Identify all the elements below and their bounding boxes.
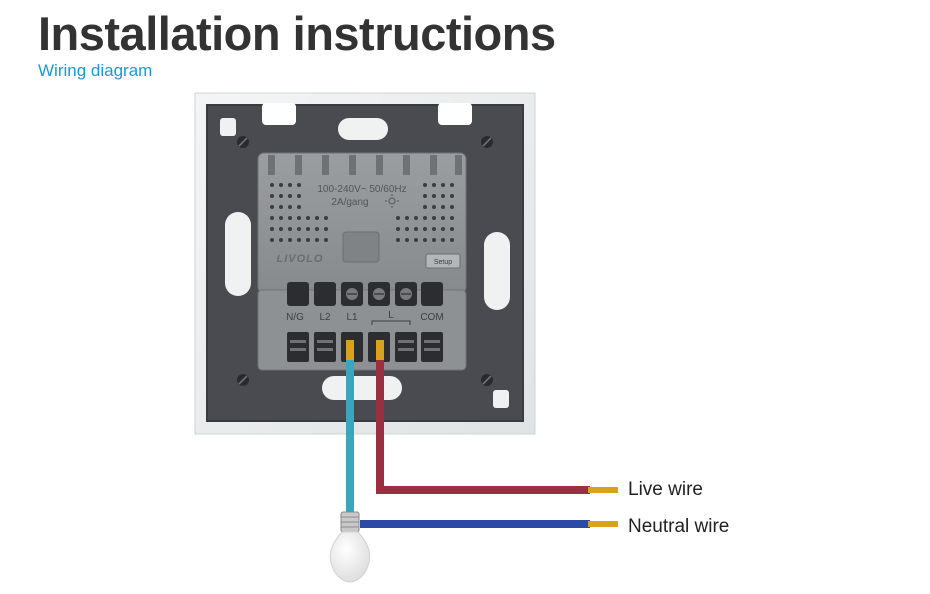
setup-button[interactable]: Setup [425, 253, 461, 269]
brand-logo: LIVOLO [277, 253, 324, 265]
terminal-label-com: COM [420, 312, 443, 323]
screw-icon [481, 374, 493, 386]
mounting-slot-right [484, 232, 510, 310]
rating-line-2: 2A/gang [331, 197, 368, 208]
center-indicator [342, 231, 380, 263]
terminal-block [287, 282, 443, 306]
rating-line-1: 100-240V~ 50/60Hz [317, 184, 406, 195]
mounting-slot-bottom [322, 376, 402, 400]
screw-icon [237, 136, 249, 148]
live-wire-label: Live wire [628, 479, 703, 500]
frame-notch [438, 103, 472, 125]
screw-icon [481, 136, 493, 148]
neutral-wire-label: Neutral wire [628, 516, 730, 537]
switch-module: 100-240V~ 50/60Hz 2A/gang LIVOLO Setup [257, 152, 467, 371]
page-title: Installation instructions [38, 7, 556, 60]
neutral-wire [360, 520, 618, 528]
page-subtitle: Wiring diagram [38, 61, 153, 80]
mounting-slot-left [225, 212, 251, 296]
live-wire [376, 340, 618, 494]
terminal-label-ng: N/G [286, 312, 304, 323]
terminal-label-l2: L2 [319, 312, 331, 323]
setup-button-label: Setup [434, 259, 452, 266]
screw-icon [237, 374, 249, 386]
load-wire [346, 340, 354, 514]
mounting-slot-top [338, 118, 388, 140]
frame-notch [262, 103, 296, 125]
switch-panel: 100-240V~ 50/60Hz 2A/gang LIVOLO Setup [194, 92, 536, 435]
terminal-label-l: L [388, 310, 394, 321]
light-bulb-icon [329, 511, 371, 583]
sun-icon [385, 194, 399, 208]
terminal-label-l1: L1 [346, 312, 358, 323]
